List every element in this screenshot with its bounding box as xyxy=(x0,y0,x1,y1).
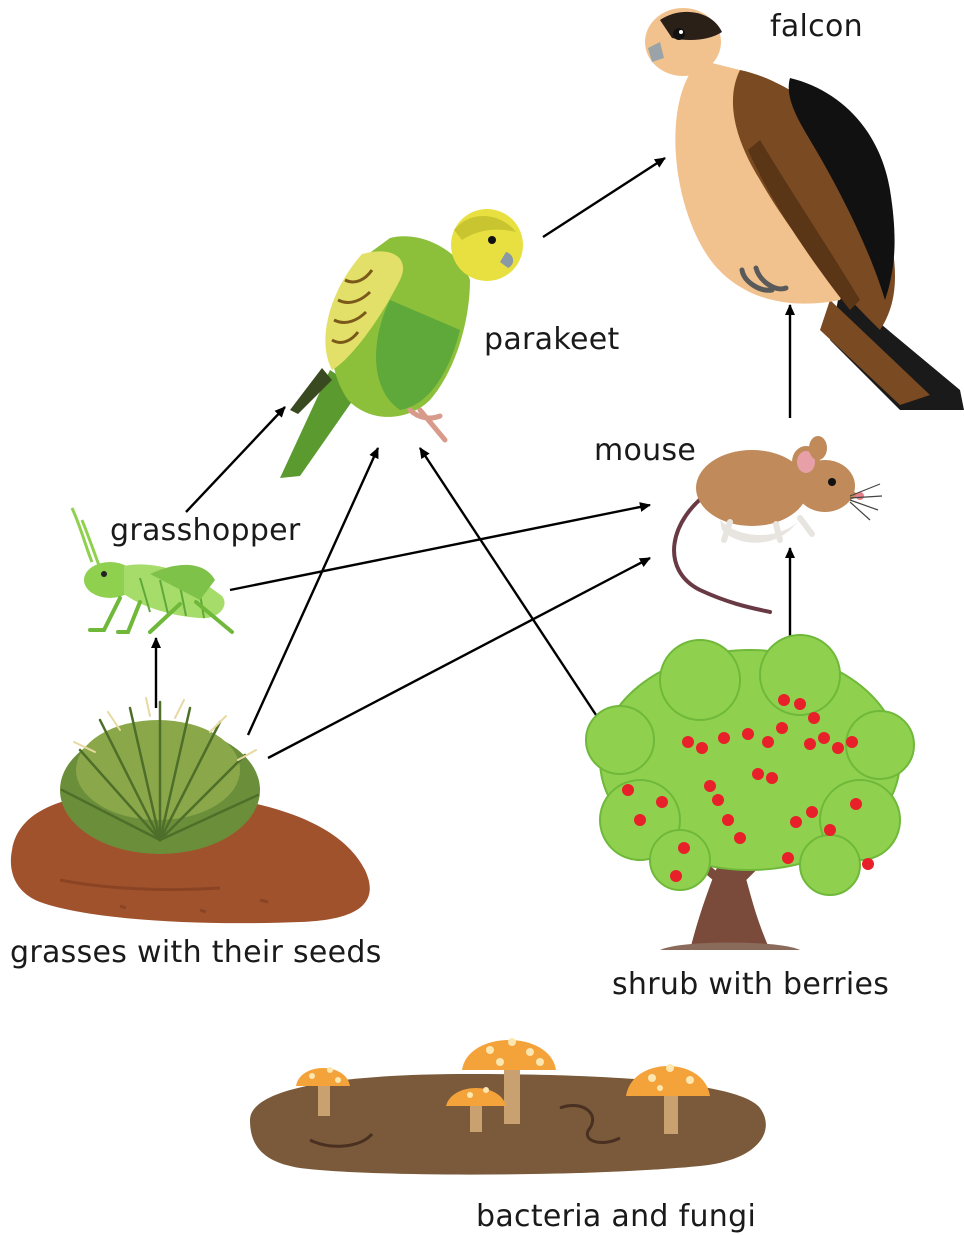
arrow-parakeet-to-falcon xyxy=(543,158,665,237)
parakeet-label: parakeet xyxy=(484,325,620,355)
mushroom-soil-icon xyxy=(250,1038,766,1175)
shrub-label: shrub with berries xyxy=(612,970,889,1000)
grasshopper-label: grasshopper xyxy=(110,516,301,546)
mouse-label: mouse xyxy=(594,436,696,466)
arrow-grasshopper-to-parakeet xyxy=(186,407,285,512)
falcon-icon xyxy=(645,8,964,410)
decomposers-label: bacteria and fungi xyxy=(476,1202,756,1232)
grasses-label: grasses with their seeds xyxy=(10,938,382,968)
arrow-grasses-to-parakeet xyxy=(248,448,378,735)
arrow-shrub-to-parakeet xyxy=(420,448,598,718)
falcon-label: falcon xyxy=(770,12,863,42)
mouse-icon xyxy=(674,436,882,612)
berry-shrub-icon xyxy=(586,635,914,950)
